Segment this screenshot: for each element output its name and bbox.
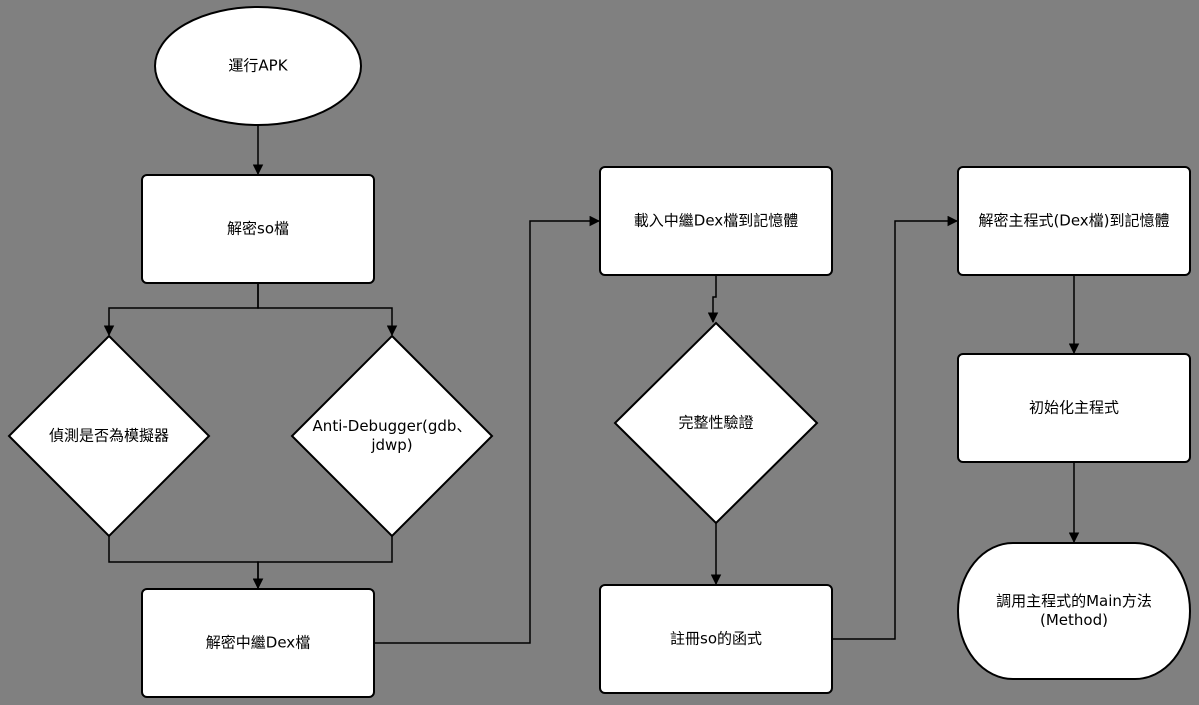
node-shape-decrypt-main-program [957, 166, 1191, 276]
node-shape-call-main-method [957, 542, 1191, 680]
node-label-register-so-functions: 註冊so的函式 [670, 630, 762, 648]
node-label-init-main-program: 初始化主程式 [1029, 399, 1119, 417]
edge-detect-emulator-to-decrypt-relay-dex [108, 536, 264, 590]
node-label-anti-debugger: jdwp) [370, 436, 412, 454]
node-load-relay-dex[interactable]: 載入中繼Dex檔到記憶體 [599, 166, 833, 276]
node-shape-run-apk [154, 6, 362, 126]
node-anti-debugger[interactable]: Anti-Debugger(gdb、jdwp) [290, 334, 494, 538]
node-shape-integrity-check [613, 321, 819, 525]
edge-anti-debugger-to-decrypt-relay-dex [252, 536, 393, 590]
edge-register-so-functions-to-decrypt-main-program [832, 215, 959, 640]
node-init-main-program[interactable]: 初始化主程式 [957, 353, 1191, 463]
node-register-so-functions[interactable]: 註冊so的函式 [599, 584, 833, 694]
node-integrity-check[interactable]: 完整性驗證 [613, 321, 819, 525]
node-label-integrity-check: 完整性驗證 [678, 414, 753, 432]
node-decrypt-main-program[interactable]: 解密主程式(Dex檔)到記憶體 [957, 166, 1191, 276]
node-decrypt-so[interactable]: 解密so檔 [141, 174, 375, 284]
edges-layer [103, 125, 1080, 644]
node-label-load-relay-dex: 載入中繼Dex檔到記憶體 [634, 212, 798, 230]
node-shape-detect-emulator [7, 334, 211, 538]
node-shape-decrypt-so [141, 174, 375, 284]
node-shape-anti-debugger [290, 334, 494, 538]
node-call-main-method[interactable]: 調用主程式的Main方法(Method) [957, 542, 1191, 680]
node-shape-init-main-program [957, 353, 1191, 463]
node-label-detect-emulator: 偵測是否為模擬器 [49, 427, 169, 445]
node-label-decrypt-so: 解密so檔 [227, 220, 289, 238]
edge-decrypt-so-to-anti-debugger [257, 283, 398, 337]
node-label-decrypt-relay-dex: 解密中繼Dex檔 [206, 634, 310, 652]
node-label-anti-debugger: Anti-Debugger(gdb、 [313, 417, 472, 435]
node-label-run-apk: 運行APK [228, 57, 288, 75]
edge-decrypt-so-to-detect-emulator [103, 283, 259, 337]
node-decrypt-relay-dex[interactable]: 解密中繼Dex檔 [141, 588, 375, 698]
node-run-apk[interactable]: 運行APK [154, 6, 362, 126]
node-label-call-main-method: (Method) [1040, 611, 1108, 629]
node-label-call-main-method: 調用主程式的Main方法 [996, 592, 1152, 610]
node-shape-load-relay-dex [599, 166, 833, 276]
node-label-decrypt-main-program: 解密主程式(Dex檔)到記憶體 [978, 212, 1169, 230]
node-shape-register-so-functions [599, 584, 833, 694]
edge-load-relay-dex-to-integrity-check [707, 275, 719, 324]
edge-decrypt-relay-dex-to-load-relay-dex [374, 215, 601, 644]
node-detect-emulator[interactable]: 偵測是否為模擬器 [7, 334, 211, 538]
node-shape-decrypt-relay-dex [141, 588, 375, 698]
